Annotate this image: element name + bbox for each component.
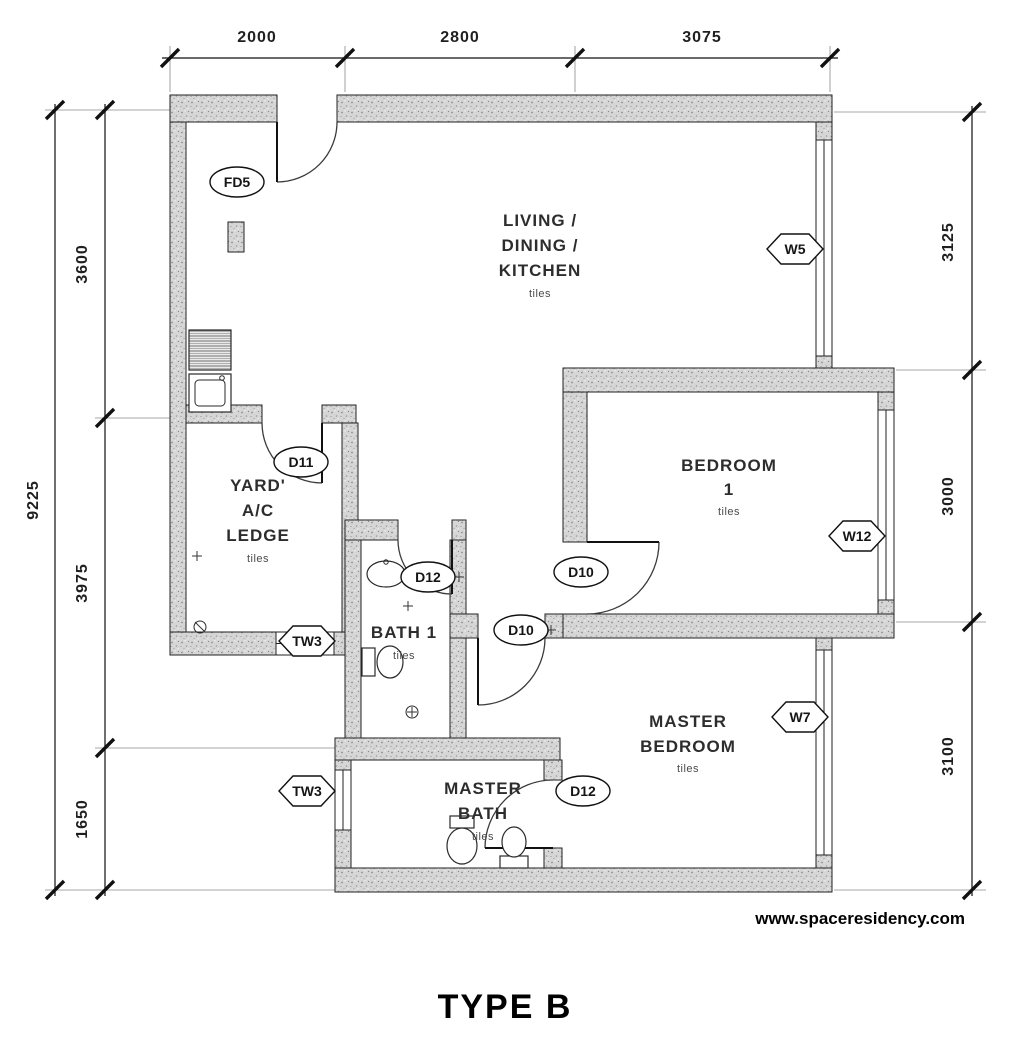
bath1-toilet	[361, 645, 404, 679]
tag-d11: D11	[273, 446, 329, 478]
wall-top-left	[169, 94, 278, 123]
wall-yard-top-b	[321, 404, 357, 424]
masterbedroom-label-line2: BEDROOM	[640, 737, 736, 756]
wall-bath1-top-b	[451, 519, 467, 541]
door-d10-bedroom1	[586, 541, 660, 615]
tag-d12-masterbath: D12	[555, 775, 611, 807]
dim-top-1: 2000	[237, 29, 277, 46]
masterbedroom-finish: tiles	[677, 763, 699, 775]
dimension-labels: 2000 2800 3075 9225 3600 3975 1650 3125 …	[25, 29, 957, 839]
masterbath-label-line1: MASTER	[444, 779, 522, 798]
masterbath-toilet	[499, 826, 529, 869]
tag-fd5: FD5	[209, 166, 265, 198]
bath1-label: BATH 1	[371, 623, 437, 642]
tag-d10-hall: D10	[493, 614, 549, 646]
wall-bottom	[334, 867, 833, 893]
masterbedroom-label-line1: MASTER	[649, 712, 727, 731]
yard-finish: tiles	[247, 553, 269, 565]
wall-bedroom1-top	[562, 367, 895, 393]
wall-masterbath-right-b	[543, 847, 563, 869]
tag-w5-label: W5	[785, 241, 806, 257]
wall-hall-left	[449, 613, 479, 639]
wall-bath1-top-a	[344, 519, 399, 541]
window-w12	[877, 409, 895, 601]
tag-d11-label: D11	[289, 454, 314, 470]
window-tags: W5 W12 W7 TW3 TW3	[278, 233, 886, 807]
dim-top-2: 2800	[440, 29, 480, 46]
bedroom1-label-line2: 1	[724, 480, 734, 499]
tag-d10-hall-label: D10	[508, 622, 534, 638]
kitchen-sink	[188, 373, 232, 413]
wall-top-main	[336, 94, 833, 123]
tag-tw3-masterbath: TW3	[278, 775, 336, 807]
dimension-lines	[54, 57, 973, 896]
dim-left-2: 3975	[74, 563, 91, 603]
door-tags: FD5 D11 D12 D10 D10 D12	[209, 166, 611, 807]
wall-bedroom1-left	[562, 391, 588, 543]
dim-top-3: 3075	[682, 29, 722, 46]
dim-left-3: 1650	[74, 799, 91, 839]
tag-fd5-label: FD5	[224, 174, 251, 190]
dim-left-1: 3600	[74, 244, 91, 284]
tag-d12-bath1: D12	[400, 561, 456, 593]
tag-w7: W7	[771, 701, 829, 733]
dim-left-total: 9225	[25, 480, 42, 520]
tag-tw3-masterbath-label: TW3	[292, 783, 322, 799]
masterbath-label-line2: BATH	[458, 804, 508, 823]
masterbath-finish: tiles	[472, 831, 494, 843]
dim-right-3: 3100	[940, 736, 957, 776]
living-label-line1: LIVING /	[503, 211, 577, 230]
bath1-sink	[366, 559, 406, 588]
room-labels: LIVING / DINING / KITCHEN tiles BEDROOM …	[226, 211, 777, 843]
yard-label-line1: YARD'	[230, 476, 286, 495]
tag-d12-masterbath-label: D12	[570, 783, 596, 799]
wall-entry-stub	[227, 221, 245, 253]
dim-right-2: 3000	[940, 476, 957, 516]
masterbath-sink	[446, 815, 478, 865]
bath1-finish: tiles	[393, 650, 415, 662]
living-label-line3: KITCHEN	[499, 261, 582, 280]
wall-left	[169, 121, 187, 633]
tag-d10-bedroom1-label: D10	[568, 564, 594, 580]
tag-w7-label: W7	[790, 709, 811, 725]
kitchen-appliance	[188, 329, 232, 371]
page-title: TYPE B	[438, 988, 573, 1026]
watermark: www.spaceresidency.com	[754, 909, 965, 928]
bedroom1-label-line1: BEDROOM	[681, 456, 777, 475]
tag-w12-label: W12	[843, 528, 872, 544]
window-tw3-masterbath	[334, 769, 352, 831]
door-fd5	[276, 121, 338, 183]
window-w7	[815, 649, 833, 856]
tag-d10-bedroom1: D10	[553, 556, 609, 588]
dimension-ticks	[44, 47, 983, 901]
window-w5	[815, 139, 833, 357]
tag-d12-bath1-label: D12	[415, 569, 441, 585]
fixtures	[188, 329, 556, 869]
tag-w12: W12	[828, 520, 886, 552]
yard-floor-trap	[193, 620, 207, 634]
yard-label-line2: A/C	[242, 501, 274, 520]
wall-bedroom1-bottom	[562, 613, 895, 639]
tag-w5: W5	[766, 233, 824, 265]
door-d10-hall	[477, 637, 546, 706]
yard-label-line3: LEDGE	[226, 526, 290, 545]
tag-tw3-yard-label: TW3	[292, 633, 322, 649]
wall-bath1-left	[344, 539, 362, 739]
tag-tw3-yard: TW3	[278, 625, 336, 657]
living-finish: tiles	[529, 288, 551, 300]
wall-masterbath-top	[334, 737, 561, 761]
wall-bath1-right-b	[449, 637, 467, 739]
dim-right-1: 3125	[940, 222, 957, 262]
bath1-shower-trap	[405, 705, 419, 719]
wall-masterbath-right-a	[543, 759, 563, 781]
bedroom1-finish: tiles	[718, 506, 740, 518]
living-label-line2: DINING /	[502, 236, 579, 255]
walls	[169, 94, 895, 893]
